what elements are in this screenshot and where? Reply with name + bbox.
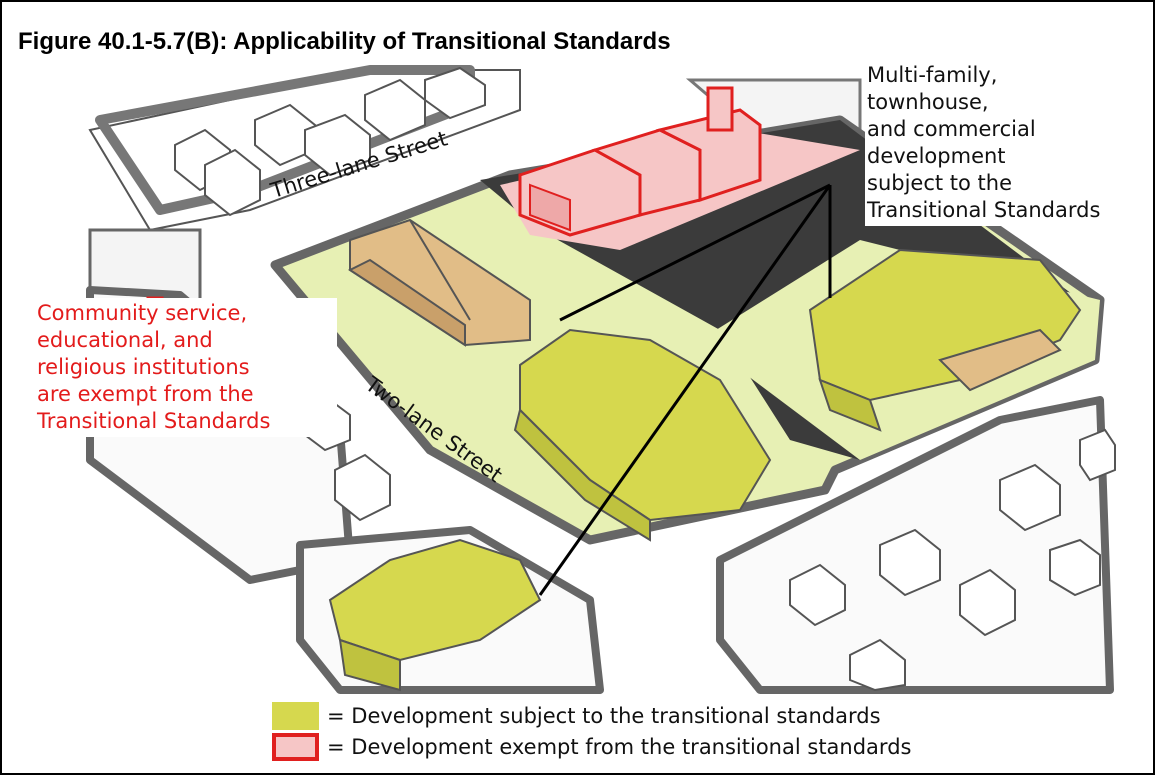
legend-label-exempt: = Development exempt from the transition…: [327, 735, 912, 759]
subject-development-buildings: [328, 248, 1082, 692]
subject-callout: Multi-family, townhouse, and commercial …: [865, 60, 1147, 226]
subject-callout-line: Multi-family,: [867, 63, 998, 87]
subject-leader-lines: [538, 183, 832, 596]
legend-row-exempt: = Development exempt from the transition…: [272, 733, 911, 761]
subject-callout-line: development: [867, 144, 1006, 168]
subject-callout-line: subject to the: [867, 171, 1013, 195]
exempt-callout-line: educational, and: [37, 328, 213, 352]
exempt-callout: Community service, educational, and reli…: [33, 298, 337, 437]
exempt-callout-line: are exempt from the: [37, 382, 254, 406]
legend-label-subject: = Development subject to the transitiona…: [327, 704, 881, 728]
exempt-commercial-building: [518, 86, 762, 237]
subject-callout-line: and commercial: [867, 117, 1036, 141]
legend-row-subject: = Development subject to the transitiona…: [272, 702, 881, 730]
subject-callout-line: townhouse,: [867, 90, 989, 114]
exempt-callout-line: religious institutions: [37, 355, 250, 379]
legend-swatch-exempt: [272, 733, 319, 761]
tan-townhouse: [347, 218, 531, 347]
figure-title: Figure 40.1-5.7(B): Applicability of Tra…: [18, 28, 671, 55]
exempt-callout-line: Community service,: [37, 301, 248, 325]
exempt-callout-line: Transitional Standards: [37, 409, 271, 433]
subject-callout-line: Transitional Standards: [867, 198, 1101, 222]
legend-swatch-subject: [272, 702, 319, 730]
